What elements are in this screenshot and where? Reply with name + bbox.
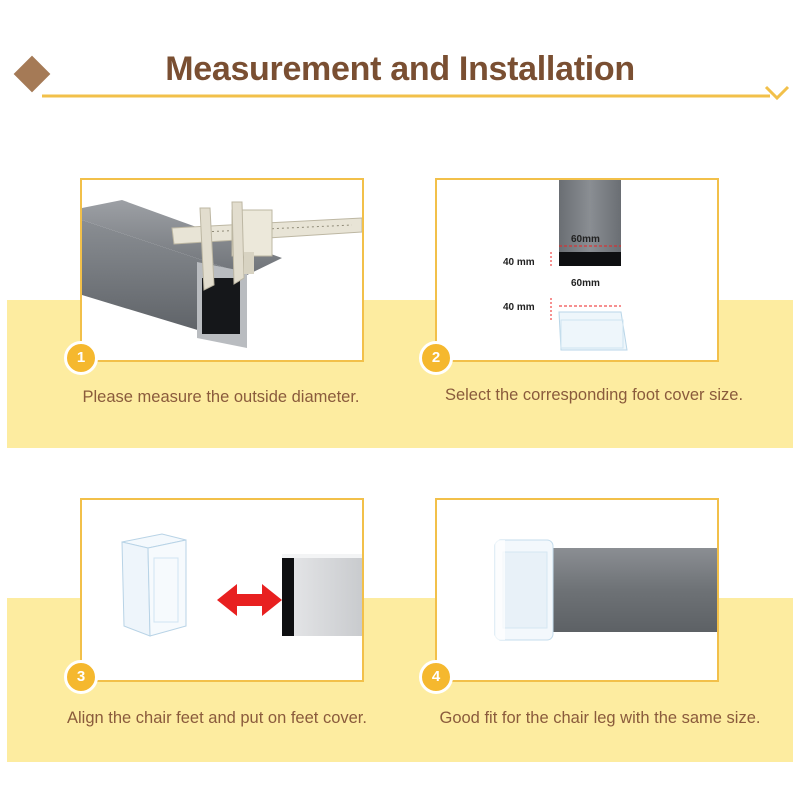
page-title: Measurement and Installation <box>165 50 635 88</box>
step-3-badge: 3 <box>64 660 98 694</box>
double-arrow-icon <box>217 584 282 616</box>
step-3-image <box>80 498 364 682</box>
step-2-image: 60mm 40 mm 60mm 40 mm <box>435 178 719 362</box>
header-decoration <box>13 55 790 101</box>
step-1-badge: 1 <box>64 341 98 375</box>
top-height-label: 40 mm <box>503 257 535 268</box>
step-1-caption: Please measure the outside diameter. <box>82 388 360 406</box>
step-1-image <box>80 178 364 362</box>
step-3-caption: Align the chair feet and put on feet cov… <box>67 709 367 727</box>
step-4-badge: 4 <box>419 660 453 694</box>
bottom-height-label: 40 mm <box>503 302 535 313</box>
step-4-caption: Good fit for the chair leg with the same… <box>439 709 761 727</box>
step-2-caption: Select the corresponding foot cover size… <box>444 386 744 404</box>
chevron-down-icon <box>764 85 790 101</box>
top-width-label: 60mm <box>571 234 600 245</box>
step-2-badge: 2 <box>419 341 453 375</box>
step-4-image <box>435 498 719 682</box>
bottom-width-label: 60mm <box>571 278 600 289</box>
